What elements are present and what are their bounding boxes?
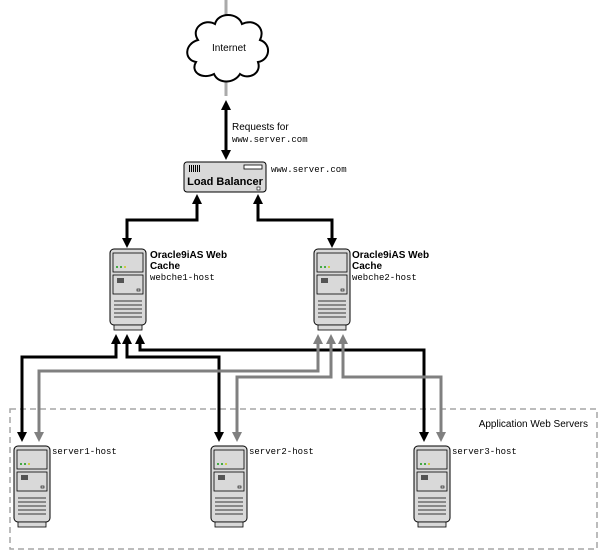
webcache1-to-server3-connection: [135, 334, 429, 442]
webcache2-to-server3-connection: [338, 334, 446, 442]
barcode-icon: [189, 165, 200, 172]
webcache1-to-server2-connection: [122, 334, 224, 442]
webcache2-title-line2: Cache: [352, 261, 382, 272]
webcache1-to-server1-connection: [17, 334, 121, 442]
webcache2-server-icon: [313, 248, 351, 331]
load-balancer: [183, 161, 267, 193]
display-panel-icon: [243, 164, 263, 170]
app-servers-group-label: Application Web Servers: [479, 419, 588, 430]
webcache1-title-line2: Cache: [150, 261, 180, 272]
requests-host-label: www.server.com: [232, 135, 308, 145]
app-servers-group: [9, 408, 598, 550]
server2-host: server2-host: [249, 447, 314, 457]
server3-icon: [413, 445, 451, 528]
webcache2-title-line1: Oracle9iAS Web: [352, 250, 429, 261]
port-icon: [256, 186, 261, 191]
webcache1-host: webche1-host: [150, 273, 215, 283]
load-balancer-hostname: www.server.com: [271, 165, 347, 175]
load-balancer-label: Load Balancer: [187, 176, 264, 188]
requests-label: Requests for: [232, 122, 289, 133]
webcache1-title-line1: Oracle9iAS Web: [150, 250, 227, 261]
request-arrow: [221, 100, 231, 160]
webcache2-to-server1-connection: [34, 334, 323, 442]
server3-host: server3-host: [452, 447, 517, 457]
webcache2-to-server2-connection: [232, 334, 336, 442]
internet-cloud-icon: [186, 14, 269, 83]
server2-icon: [210, 445, 248, 528]
webcache1-server-icon: [109, 248, 147, 331]
server1-icon: [13, 445, 51, 528]
internet-label: Internet: [212, 43, 246, 54]
webcache2-host: webche2-host: [352, 273, 417, 283]
server1-host: server1-host: [52, 447, 117, 457]
lb-to-webcache2-connection: [253, 194, 337, 248]
lb-to-webcache1-connection: [122, 194, 202, 248]
